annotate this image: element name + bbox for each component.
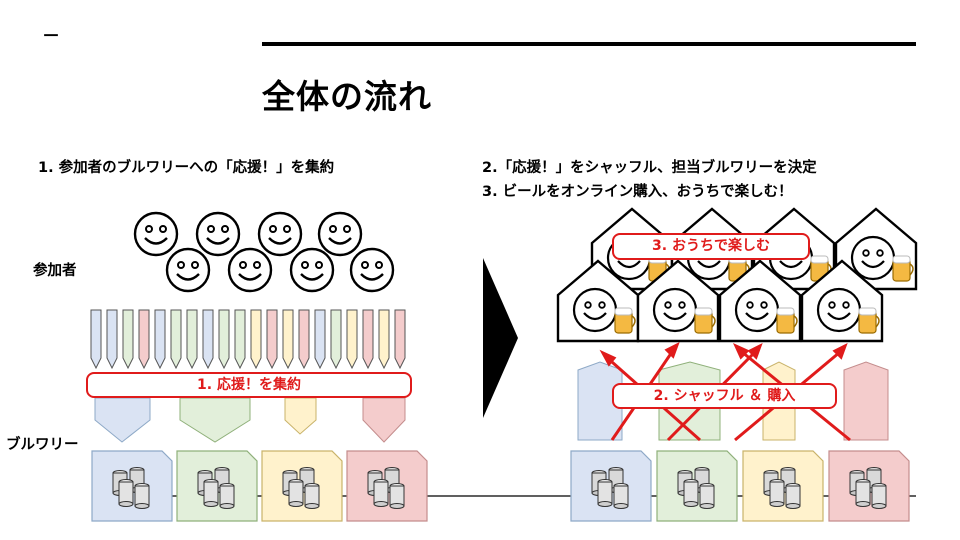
brewery-box (91, 450, 173, 522)
cheer-pin (250, 309, 262, 370)
brewery-marker-pink (843, 361, 889, 441)
cheer-pins (90, 309, 406, 370)
cheer-pin (330, 309, 342, 370)
brewery-box (176, 450, 258, 522)
title-underline (262, 42, 916, 46)
breweries-label: ブルワリー (6, 437, 79, 453)
cheer-pin (362, 309, 374, 370)
brewery-box (261, 450, 343, 522)
cheer-pin (122, 309, 134, 370)
cheer-pin (186, 309, 198, 370)
shuffle-arrow-head (599, 349, 617, 367)
participant-smiley (257, 211, 303, 257)
participant-smiley (349, 247, 395, 293)
cheer-pin (346, 309, 358, 370)
participant-smiley (317, 211, 363, 257)
right-brewery-markers (577, 361, 889, 441)
brewery-box (656, 450, 738, 522)
participant-smiley (195, 211, 241, 257)
participant-smiley (165, 247, 211, 293)
cheer-pin (282, 309, 294, 370)
cheer-pin (314, 309, 326, 370)
participant-smiley (133, 211, 179, 257)
participant-smiley (289, 247, 335, 293)
cheer-pin (90, 309, 102, 370)
brewery-funnel-pink (362, 397, 406, 443)
step1-caption: 1. 参加者のブルワリーへの「応援！」を集約 (38, 160, 335, 176)
cheer-pin (138, 309, 150, 370)
cheer-pin (234, 309, 246, 370)
cheer-pin (378, 309, 390, 370)
cheer-pin (106, 309, 118, 370)
brewery-box (346, 450, 428, 522)
brewery-funnel-blue (94, 397, 151, 443)
brewery-funnel-yellow (284, 397, 317, 435)
cheer-pin (154, 309, 166, 370)
brewery-boxes (91, 450, 910, 522)
participant-smileys (133, 211, 395, 293)
step2-caption: 2.「応援！」をシャッフル、担当ブルワリーを決定 (482, 160, 817, 176)
process-arrow (483, 258, 518, 418)
cheer-pin (170, 309, 182, 370)
cheer-pin (218, 309, 230, 370)
brewery-box (570, 450, 652, 522)
shuffle-arrow-head (747, 342, 763, 360)
shuffle-arrow-head (732, 342, 750, 360)
participant-smiley (227, 247, 273, 293)
cheer-pin (394, 309, 406, 370)
shuffle-callout: 2. シャッフル ＆ 購入 (612, 383, 837, 409)
step3-caption: 3. ビールをオンライン購入、おうちで楽しむ！ (482, 184, 793, 200)
participants-label: 参加者 (33, 263, 77, 279)
brewery-box (742, 450, 824, 522)
shuffle-arrow-head (832, 342, 848, 360)
aggregate-callout: 1. 応援！を集約 (86, 372, 412, 398)
brewery-funnel-green (179, 397, 251, 443)
enjoy-callout: 3. おうちで楽しむ (612, 233, 810, 260)
cheer-pin (298, 309, 310, 370)
cheer-pin (202, 309, 214, 370)
left-brewery-funnels (94, 397, 406, 443)
page-title: 全体の流れ (262, 77, 432, 116)
cheer-pin (266, 309, 278, 370)
participant-houses (556, 207, 918, 343)
shuffle-arrow-head (664, 341, 680, 359)
slide-dash: － (42, 26, 60, 47)
brewery-box (828, 450, 910, 522)
